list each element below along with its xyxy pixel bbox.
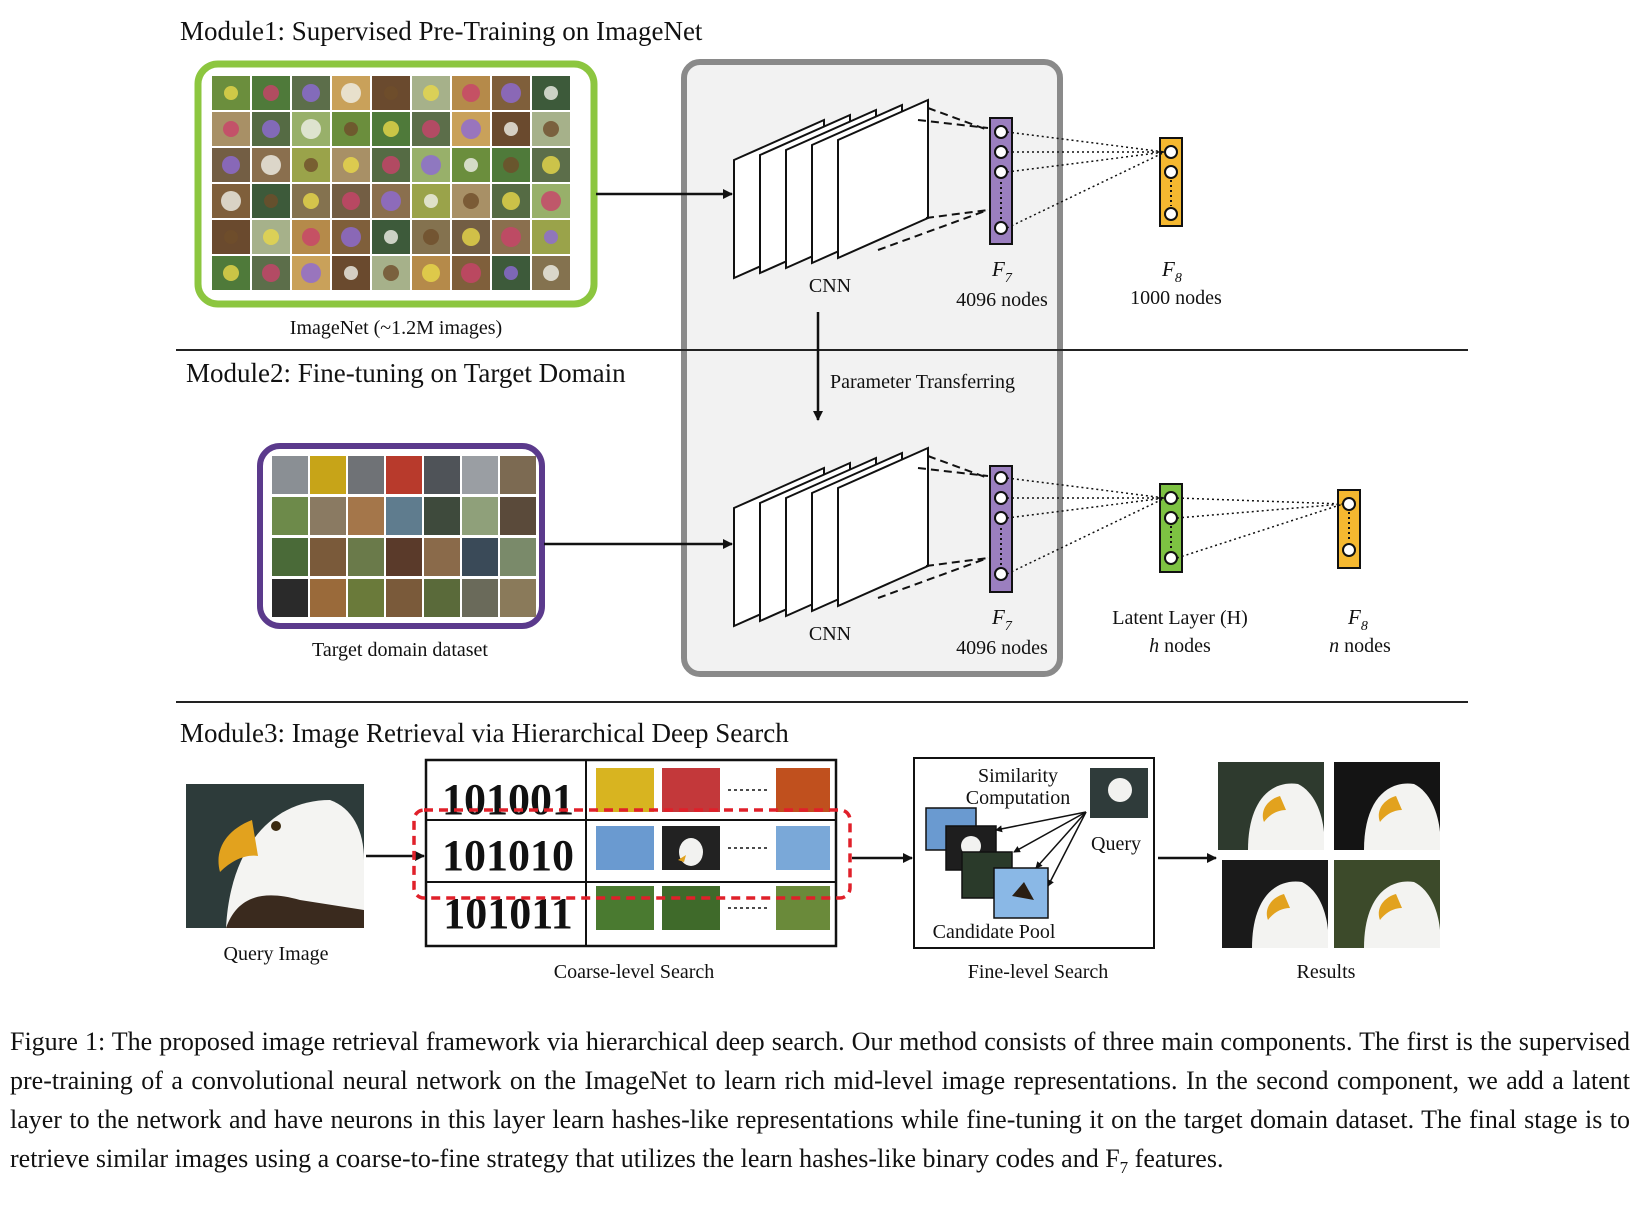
dotted-connections [1006,131,1344,575]
f7-nodes-module1: 4096 nodes [956,289,1048,311]
coarse-search-label: Coarse-level Search [554,961,714,983]
cnn-label-module2: CNN [809,623,851,645]
figure-caption: Figure 1: The proposed image retrieval f… [10,1022,1630,1187]
imagenet-image-grid [194,60,598,308]
f8-label-module1: F8 [1161,257,1182,286]
cnn-label-module1: CNN [809,275,851,297]
latent-layer-label: Latent Layer (H) [1112,607,1247,629]
query-small-label: Query [1091,833,1141,855]
f7-layer-module1 [989,117,1013,245]
results-label: Results [1297,961,1356,983]
cnn-layer-stack-module1 [733,98,989,280]
candidate-pool-label: Candidate Pool [933,921,1056,943]
target-domain-label: Target domain dataset [312,639,488,661]
f7-label-module1: F7 [991,257,1013,286]
caption-text: Figure 1: The proposed image retrieval f… [10,1027,1630,1178]
module1-title: Module1: Supervised Pre-Training on Imag… [180,16,703,46]
fine-search-label: Fine-level Search [968,961,1109,983]
f7-nodes-module2: 4096 nodes [956,637,1048,659]
parameter-transfer-label: Parameter Transferring [830,371,1015,393]
f8-nodes-module1: 1000 nodes [1130,287,1222,309]
latent-nodes-label: h nodes [1149,635,1211,657]
hash-code-row1: 101001 [442,775,574,824]
selected-bucket-highlight [412,808,852,900]
framework-diagram: Module1: Supervised Pre-Training on Imag… [176,16,1468,983]
imagenet-label: ImageNet (~1.2M images) [290,317,502,339]
f8-layer-module1 [1159,137,1183,227]
fine-search-box [913,757,1155,949]
f8-label-module2: F8 [1347,605,1368,634]
query-image-label: Query Image [224,943,329,965]
similarity-label-2: Computation [966,787,1070,809]
module2-title: Module2: Fine-tuning on Target Domain [186,358,626,388]
results-grid [1218,762,1440,948]
hash-code-table [424,758,838,948]
hash-code-row2: 101010 [442,831,574,880]
similarity-label-1: Similarity [978,765,1058,787]
cnn-layer-stack-module2 [733,446,989,628]
f8-nodes-module2: n nodes [1329,635,1391,657]
module3-title: Module3: Image Retrieval via Hierarchica… [180,718,789,748]
f7-label-module2: F7 [991,605,1013,634]
latent-layer [1159,483,1183,573]
f7-layer-module2 [989,465,1013,593]
target-domain-image-grid [257,443,545,629]
query-image [186,784,364,928]
f8-layer-module2 [1337,489,1361,569]
